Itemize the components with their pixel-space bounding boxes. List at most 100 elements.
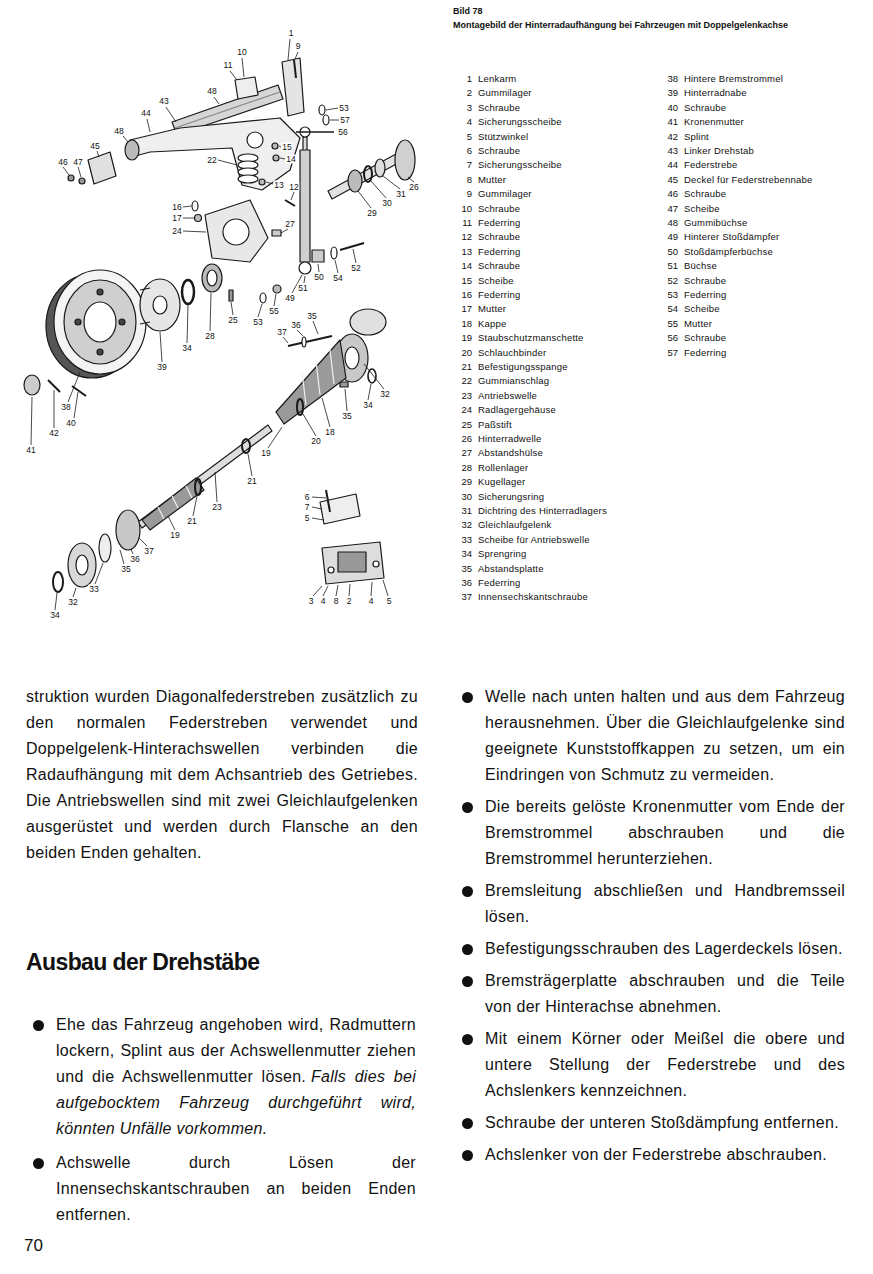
bullet-dot [462,886,473,897]
callout-number: 46 [57,158,68,167]
leader-line [283,337,288,343]
callout-number: 20 [310,437,321,446]
callout-number: 47 [72,158,83,167]
leader-line [336,585,338,596]
callout-number: 32 [379,390,390,399]
instruction-step: Bremsträgerplatte abschrauben und die Te… [485,968,845,1020]
part-number: 27 [450,447,472,458]
wheel-shaft [375,159,385,177]
bullet-dot [462,944,473,955]
page-number: 70 [24,1236,43,1256]
callout-number: 34 [181,344,192,353]
part-name: Scheibe [684,303,720,314]
small-fasteners [259,179,265,185]
bushing [125,140,139,160]
bearing-housing [223,219,249,245]
part-name: Hinterradnabe [684,87,747,98]
bracket-inset [328,567,334,573]
dust-boot [297,399,303,415]
leader-line [248,454,252,476]
shock-absorber [296,131,334,133]
leader-line [63,167,69,175]
part-number: 16 [450,289,472,300]
leader-line [335,260,338,273]
leader-line [168,516,175,530]
bracket-inset [373,561,379,567]
bearing-housing [205,200,268,262]
callout-number: 9 [295,42,302,51]
callout-number: 57 [339,116,350,125]
instruction-text: Achswelle durch Lösen der Innensechskant… [56,1154,416,1223]
bullet-dot [462,1034,473,1045]
callout-number: 51 [297,284,308,293]
nut-pin-screw [24,375,40,395]
part-name: Sprengring [478,548,526,559]
callout-number: 55 [268,307,279,316]
part-number: 56 [656,332,678,343]
constant-velocity-joint [345,347,359,369]
wheel-hub [140,279,180,331]
instruction-text: Bremsträgerplatte abschrauben und die Te… [485,972,845,1015]
callout-number: 5 [304,514,311,523]
section-heading: Ausbau der Drehstäbe [26,948,259,976]
part-name: Linker Drehstab [684,145,754,156]
nut-pin-screw [24,375,86,396]
callout-number: 27 [284,220,295,229]
part-number: 42 [656,131,678,142]
part-number: 33 [450,534,472,545]
leader-line [274,294,276,306]
part-name: Staubschutzmanschette [478,332,584,343]
drive-shaft [242,439,250,453]
part-number: 30 [450,491,472,502]
constant-velocity-joint [288,336,332,346]
small-fasteners [195,215,202,222]
lower-fasteners [229,290,233,301]
leader-line [371,582,372,596]
dust-boot [172,496,178,508]
leader-line [322,398,330,427]
part-name: Abstandsplatte [478,563,544,574]
part-number: 22 [450,375,472,386]
leader-line [214,97,219,104]
leader-line [55,593,57,610]
dust-boot [158,507,164,519]
leader-line [313,321,318,334]
callout-number: 21 [246,477,257,486]
instruction-step: Schraube der unteren Stoßdämpfung entfer… [485,1110,845,1136]
brake-drum [84,302,116,342]
small-fasteners [319,105,325,115]
callout-number: 25 [227,316,238,325]
part-number: 55 [656,318,678,329]
brake-drum [64,280,136,364]
part-name: Sicherungsscheibe [478,116,562,127]
part-number: 54 [656,303,678,314]
callout-number: 8 [333,597,340,606]
brake-drum [54,270,146,374]
callout-number: 49 [284,294,295,303]
instruction-step: Befestigungsschrauben des Lagerdeckels l… [485,936,845,962]
part-number: 13 [450,246,472,257]
part-number: 17 [450,303,472,314]
rubber-stop [238,175,258,183]
callout-number: 39 [156,363,167,372]
part-number: 32 [450,519,472,530]
part-name: Gummianschlag [478,375,549,386]
dust-boot [142,340,346,530]
leader-line [230,71,237,80]
part-name: Gummilager [478,188,532,199]
bushing [125,140,139,160]
leader-line [383,176,400,189]
constant-velocity-joint [340,382,348,387]
part-name: Kappe [478,318,506,329]
callout-number: 18 [324,428,335,437]
callout-number: 35 [341,412,352,421]
cover-plate [68,152,116,184]
mounting-bracket [294,60,296,78]
dust-boot [330,350,334,384]
part-number: 9 [450,188,472,199]
leader-line [97,151,99,157]
callout-number: 4 [320,597,327,606]
callout-number: 52 [350,264,361,273]
part-number: 40 [656,102,678,113]
